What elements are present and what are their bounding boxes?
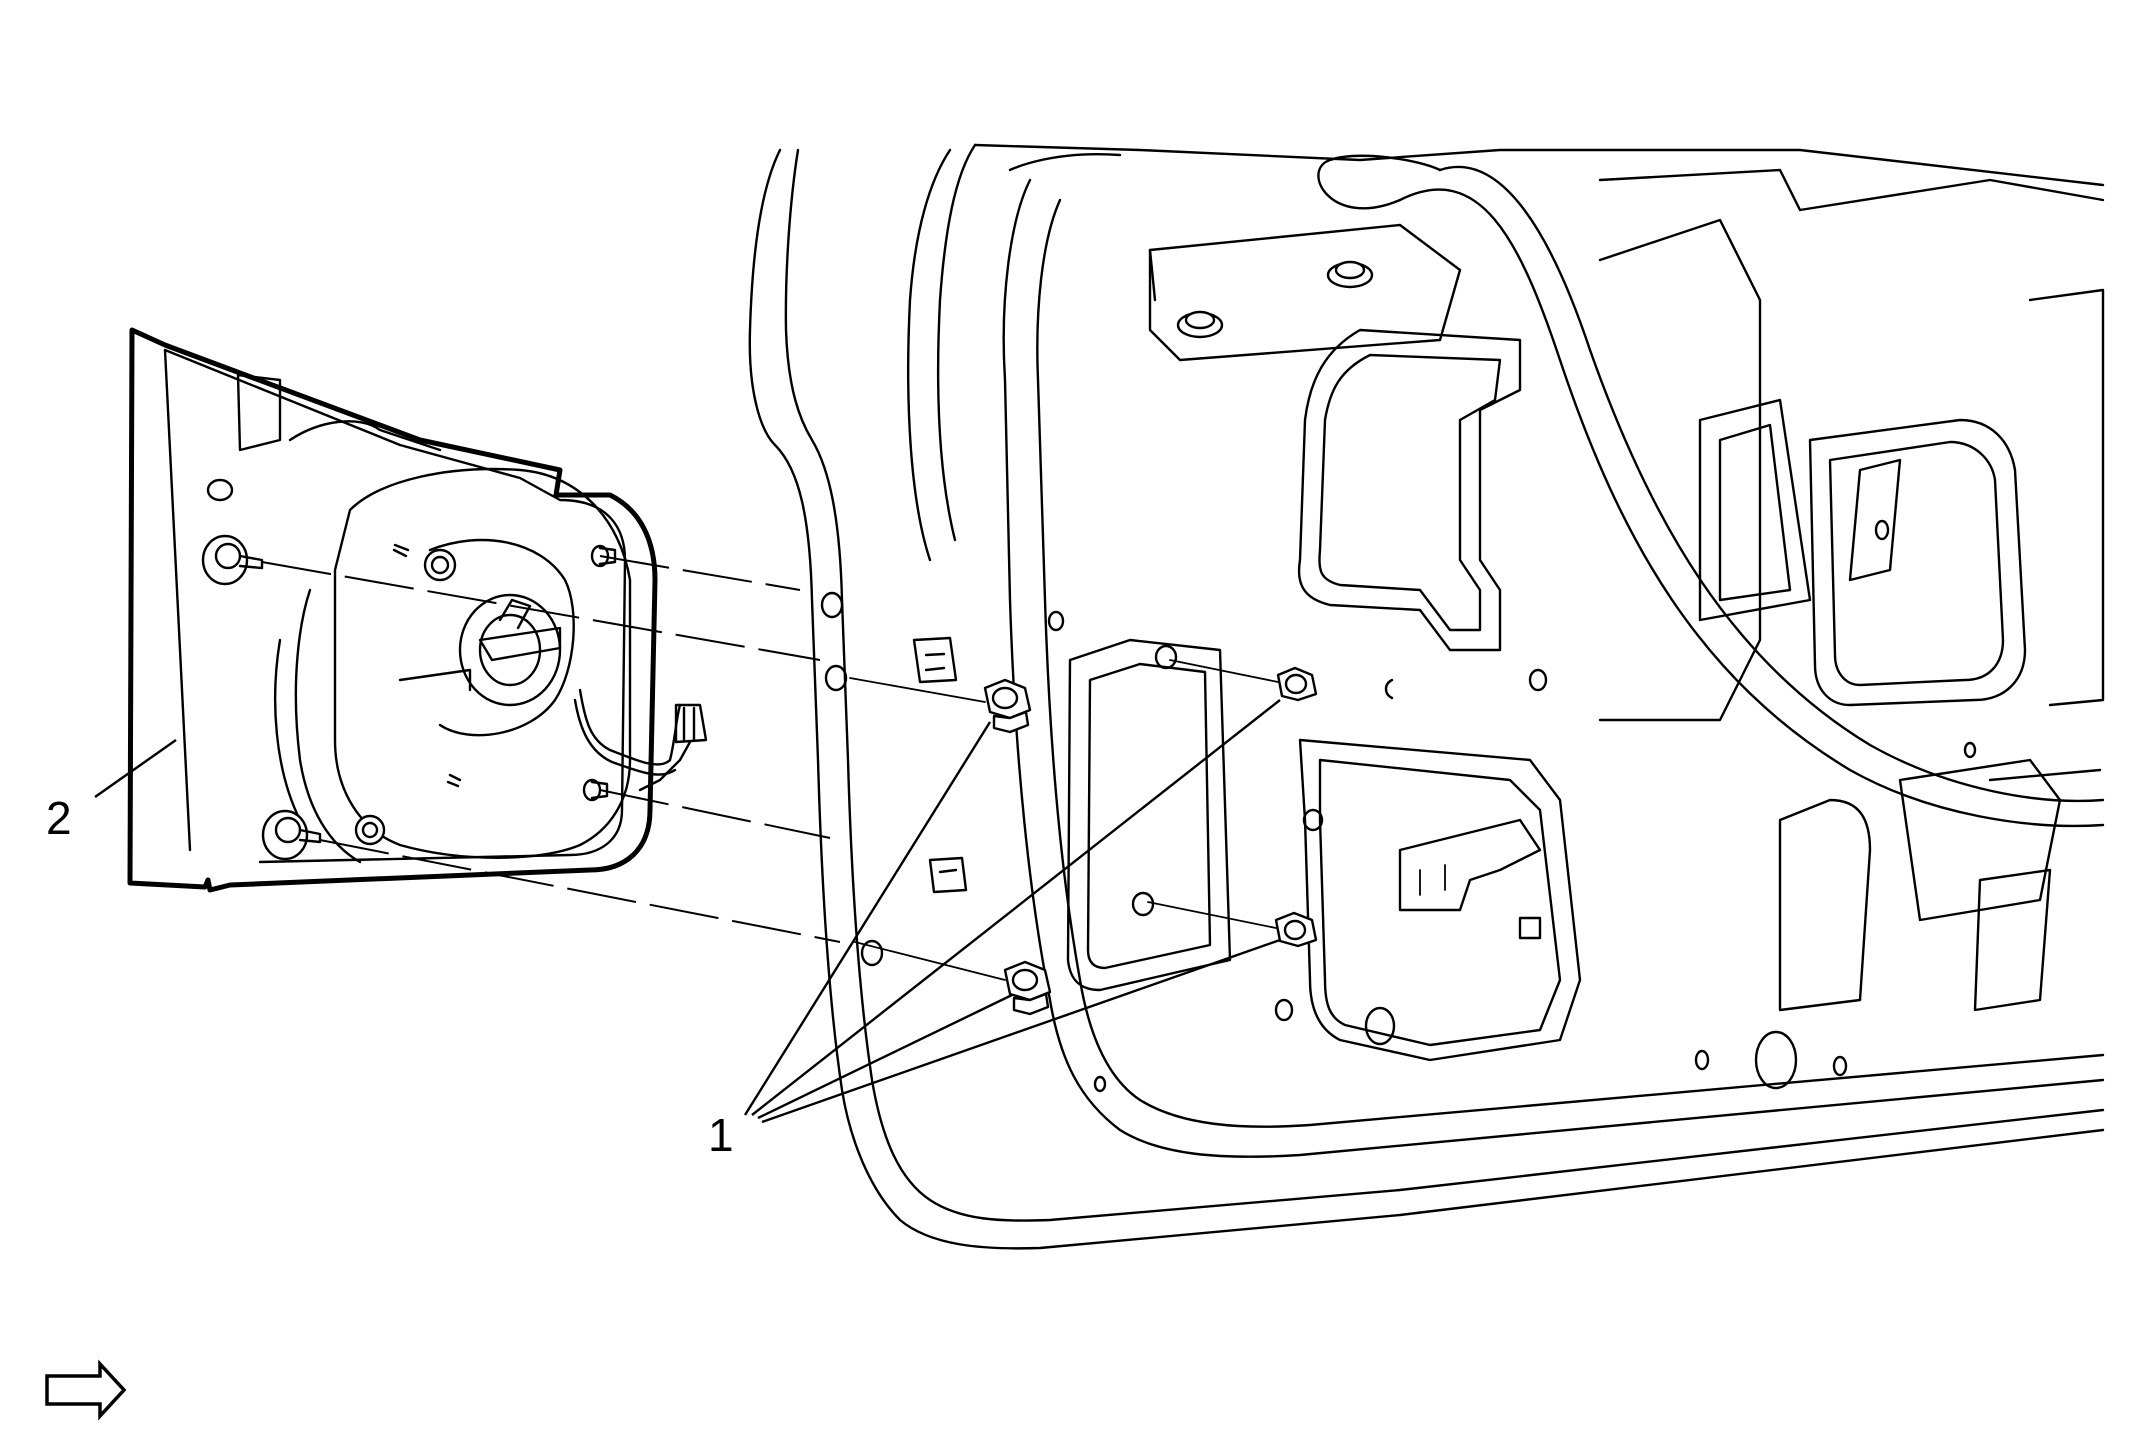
fastener-nuts <box>912 636 1318 1016</box>
nut-lower-left <box>1003 960 1052 1016</box>
leader-lines <box>94 699 1281 1124</box>
door-inner-panel <box>748 143 2105 1250</box>
right-arrow-icon <box>45 1359 127 1421</box>
nut-lower-right <box>1274 911 1318 948</box>
nut-upper-right <box>1276 666 1318 702</box>
callout-2: 2 <box>46 792 72 844</box>
nut-upper-left <box>983 678 1032 734</box>
callout-1: 1 <box>708 1109 734 1161</box>
mirror-assembly <box>127 327 708 893</box>
alignment-lines <box>261 555 1279 981</box>
